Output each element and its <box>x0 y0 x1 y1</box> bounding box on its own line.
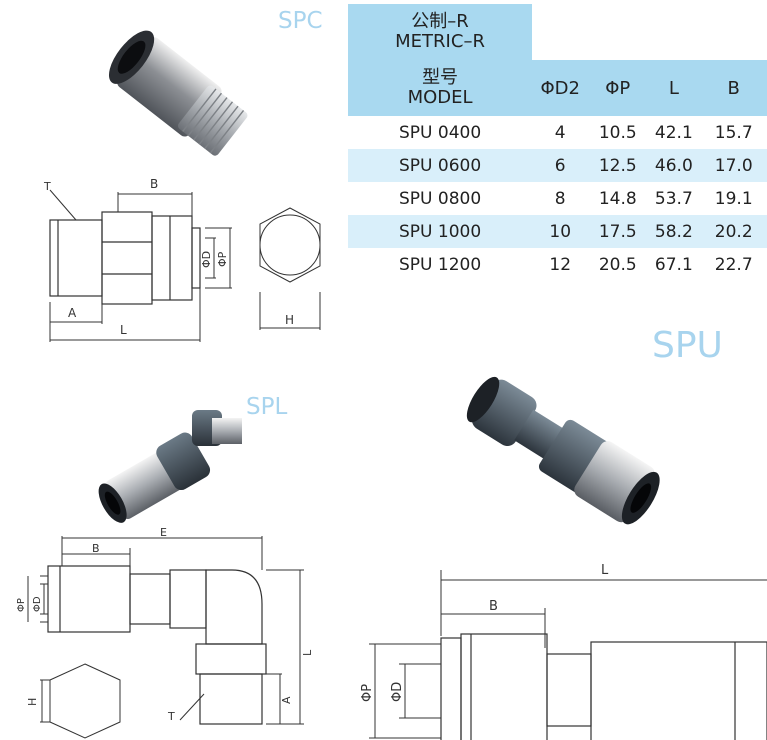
spu-label-b: B <box>489 599 498 614</box>
cell-model: SPU 1000 <box>348 215 533 248</box>
cell-p: 10.5 <box>598 122 637 143</box>
header-model-cn: 型号 <box>422 67 459 88</box>
spl-drawing: E B ΦP ΦD L A H T <box>16 526 314 739</box>
cell-d2: 8 <box>554 188 566 209</box>
spc-label-a: A <box>68 306 77 320</box>
table-row: SPU 0800 8 14.8 53.7 19.1 <box>348 182 767 215</box>
table-row: SPU 0400 4 10.5 42.1 15.7 <box>348 116 767 149</box>
cell-p: 14.8 <box>598 188 637 209</box>
spl-label-h: H <box>26 698 39 706</box>
cell-b: 17.0 <box>700 149 767 182</box>
cell-b: 19.1 <box>714 188 753 209</box>
spec-table: 公制–R METRIC–R 型号 MODEL ΦD2 ΦP L B SPU 04… <box>348 4 767 276</box>
header-metric-en: METRIC–R <box>395 31 485 52</box>
cell-p: 12.5 <box>588 149 648 182</box>
spu-label-phi-p: ΦP <box>360 684 375 702</box>
cell-d2: 4 <box>554 122 566 143</box>
cell-l: 42.1 <box>654 122 693 143</box>
header-model-en: MODEL <box>407 87 473 108</box>
spc-label-b: B <box>150 177 158 191</box>
header-metric-cn: 公制–R <box>411 11 469 32</box>
cell-b: 15.7 <box>714 122 753 143</box>
spc-label-phi-p: ΦP <box>216 251 229 267</box>
cell-l: 46.0 <box>647 149 701 182</box>
cell-b: 20.2 <box>700 215 767 248</box>
cell-model: SPU 1200 <box>398 254 482 275</box>
cell-l: 53.7 <box>654 188 693 209</box>
cell-model: SPU 0600 <box>348 149 533 182</box>
cell-l: 58.2 <box>647 215 701 248</box>
cell-d2: 6 <box>532 149 589 182</box>
table-header-row: 型号 MODEL ΦD2 ΦP L B <box>348 60 767 116</box>
spl-label-a: A <box>280 696 293 704</box>
cell-l: 67.1 <box>654 254 693 275</box>
spl-fitting-photo <box>98 410 242 523</box>
spc-fitting-photo <box>108 30 248 156</box>
cell-b: 22.7 <box>714 254 753 275</box>
spu-title: SPU <box>652 325 723 366</box>
spl-label-t: T <box>167 710 175 723</box>
spl-label-e: E <box>160 526 167 539</box>
spl-label-phi-p: ΦP <box>16 598 27 612</box>
spu-label-phi-d: ΦD <box>390 682 405 702</box>
spc-drawing: T B A L H ΦP ΦD <box>43 177 321 342</box>
header-metric: 公制–R METRIC–R <box>348 4 533 60</box>
spc-label-h: H <box>285 313 294 327</box>
spc-label-phi-d: ΦD <box>200 251 213 268</box>
table-header-row-top: 公制–R METRIC–R <box>348 4 767 60</box>
spc-title: SPC <box>278 8 323 34</box>
spec-table-container: 公制–R METRIC–R 型号 MODEL ΦD2 ΦP L B SPU 04… <box>348 4 767 276</box>
spc-label-t: T <box>43 180 51 193</box>
spl-label-b: B <box>92 542 100 555</box>
cell-p: 20.5 <box>598 254 637 275</box>
cell-model: SPU 0400 <box>398 122 482 143</box>
spc-label-l: L <box>120 323 127 337</box>
cell-d2: 12 <box>549 254 572 275</box>
header-p: ΦP <box>588 60 648 116</box>
table-row: SPU 1000 10 17.5 58.2 20.2 <box>348 215 767 248</box>
header-b: B <box>700 60 767 116</box>
spu-label-l: L <box>601 563 609 578</box>
header-d2: ΦD2 <box>532 60 589 116</box>
table-row: SPU 1200 12 20.5 67.1 22.7 <box>348 248 767 276</box>
spl-label-phi-d: ΦD <box>32 596 43 612</box>
header-model: 型号 MODEL <box>348 60 533 116</box>
spu-fitting-photo <box>466 376 660 525</box>
cell-model: SPU 0800 <box>398 188 482 209</box>
table-row: SPU 0600 6 12.5 46.0 17.0 <box>348 149 767 182</box>
cell-p: 17.5 <box>588 215 648 248</box>
header-l: L <box>647 60 701 116</box>
spl-label-l: L <box>301 649 314 656</box>
cell-d2: 10 <box>532 215 589 248</box>
spl-title: SPL <box>246 394 288 420</box>
spu-drawing: L B ΦP ΦD <box>360 563 767 740</box>
